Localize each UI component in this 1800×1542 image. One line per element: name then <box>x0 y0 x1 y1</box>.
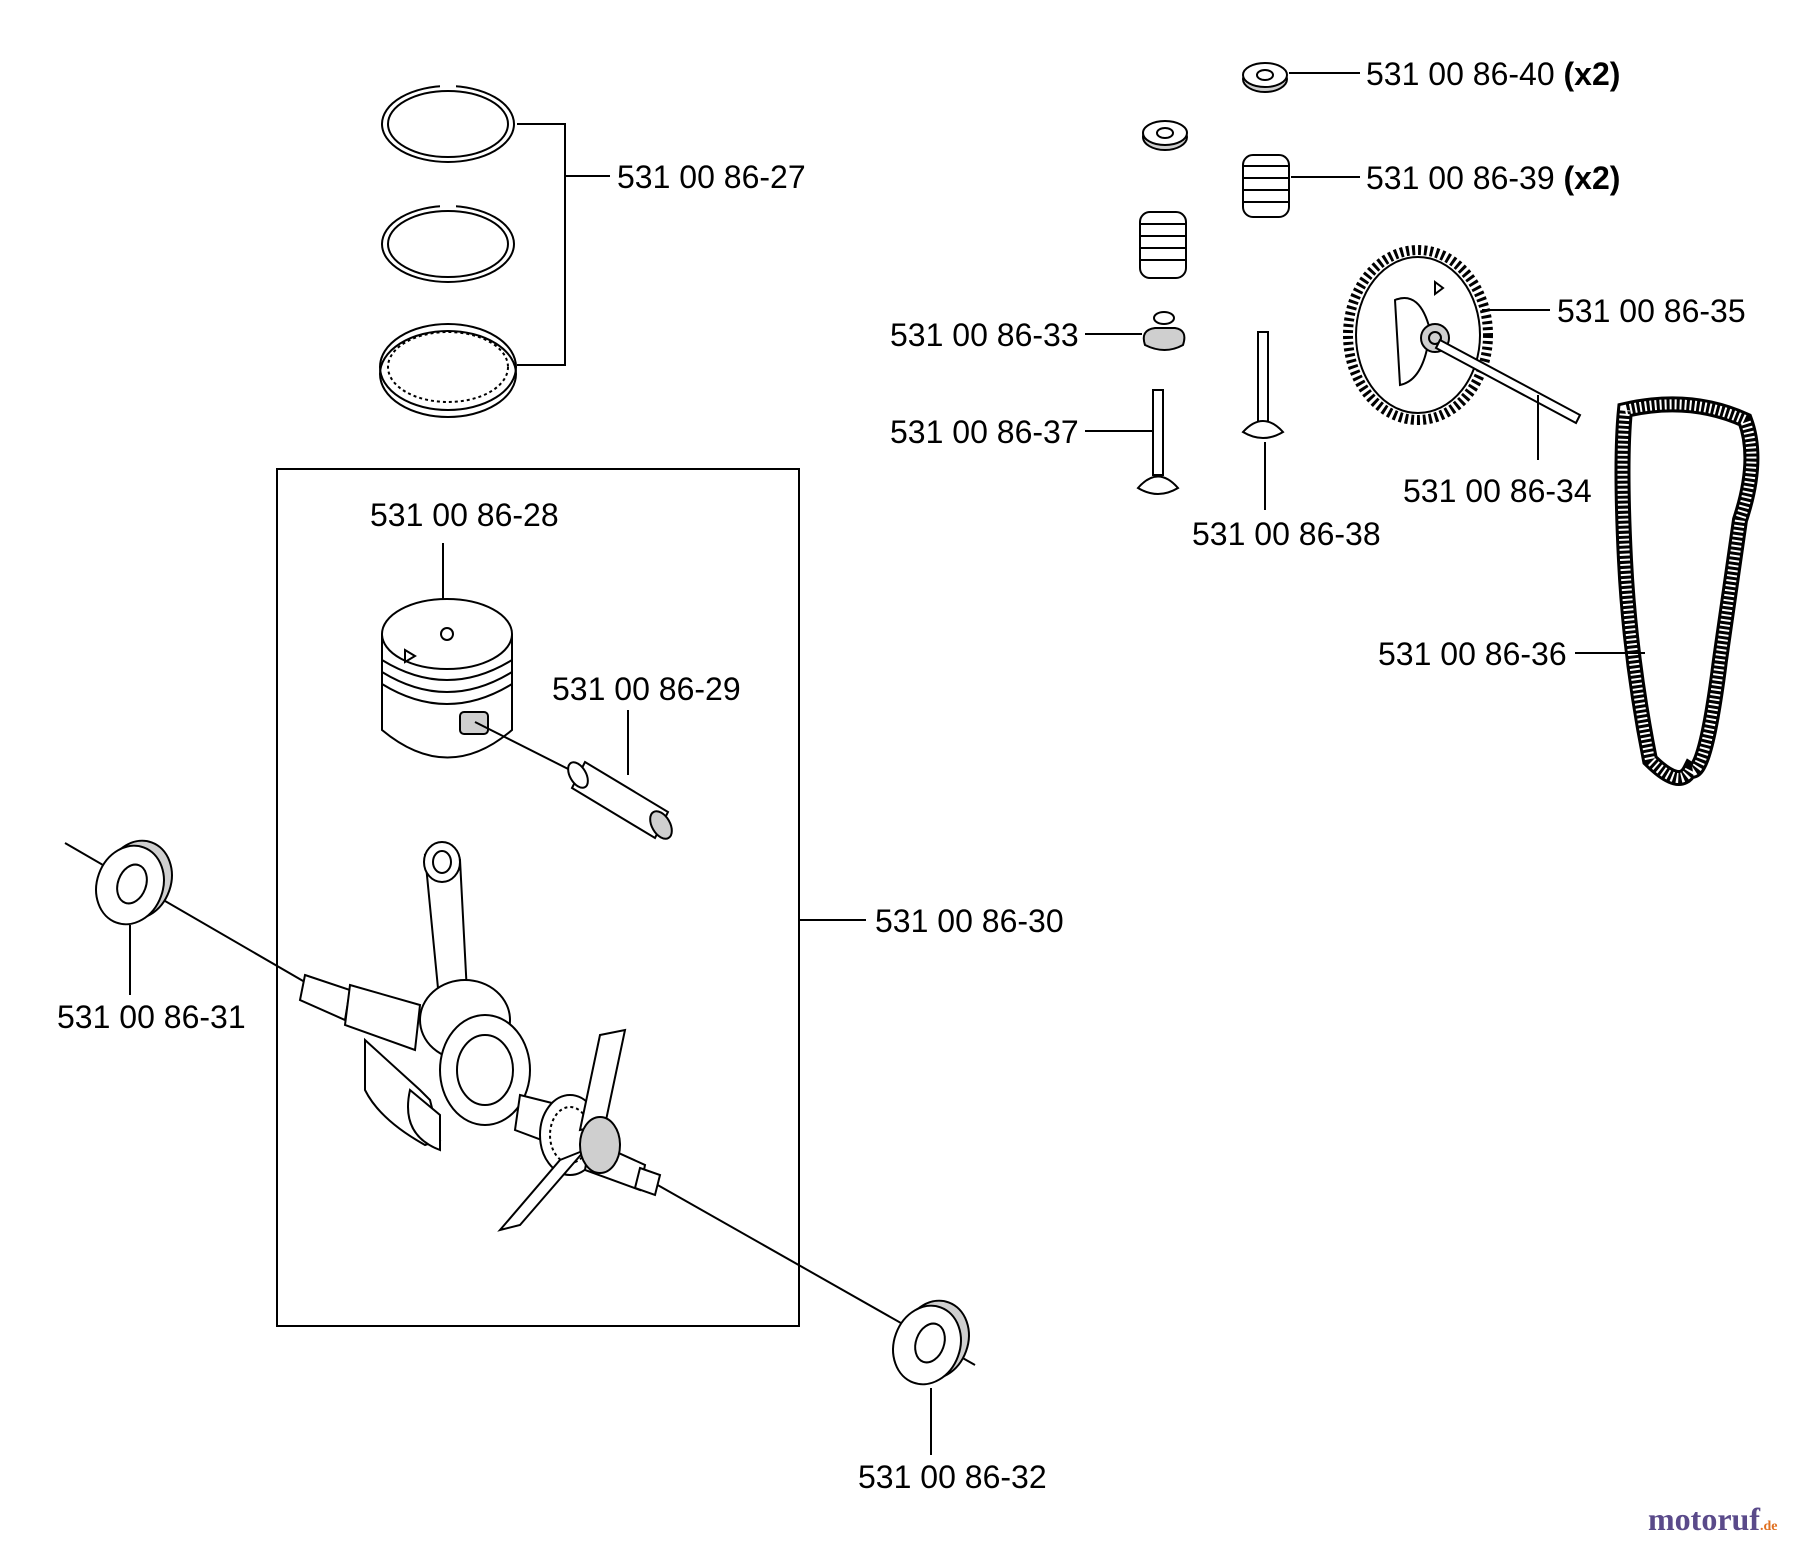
piston-rings <box>379 83 517 418</box>
valve-left <box>1136 389 1180 495</box>
valve-spring-right <box>1242 154 1290 218</box>
label-valve-left: 531 00 86-37 <box>890 414 1079 450</box>
label-spring-retainer-number: 531 00 86-40 <box>1366 56 1555 92</box>
piston <box>381 598 513 759</box>
seal-right <box>892 1299 970 1386</box>
cam-pin <box>1434 338 1582 425</box>
label-cam-pin: 531 00 86-34 <box>1403 473 1592 509</box>
label-crankshaft: 531 00 86-30 <box>875 903 1064 939</box>
label-seal-right: 531 00 86-32 <box>858 1459 1047 1495</box>
label-valve-spring-qty: (x2) <box>1564 160 1621 196</box>
label-piston-pin: 531 00 86-29 <box>552 671 741 707</box>
label-rings: 531 00 86-27 <box>617 159 806 195</box>
label-timing-belt: 531 00 86-36 <box>1378 636 1567 672</box>
seal-left <box>95 839 173 926</box>
watermark-logo: motoruf.de <box>1648 1501 1777 1537</box>
label-valve-spring: 531 00 86-39 (x2) <box>1366 160 1620 196</box>
label-valve-seal: 531 00 86-33 <box>890 317 1079 353</box>
valve-right <box>1241 331 1285 439</box>
label-piston: 531 00 86-28 <box>370 497 559 533</box>
crankshaft <box>64 841 976 1366</box>
timing-belt <box>1614 396 1760 786</box>
cam-gear <box>1343 245 1493 425</box>
watermark-tld: .de <box>1760 1519 1778 1534</box>
crankshaft-kit-box <box>276 468 800 1327</box>
rings-bracket <box>517 123 566 366</box>
label-seal-left: 531 00 86-31 <box>57 999 246 1035</box>
label-valve-spring-number: 531 00 86-39 <box>1366 160 1555 196</box>
label-spring-retainer-qty: (x2) <box>1564 56 1621 92</box>
watermark-brand: motoruf <box>1648 1501 1760 1537</box>
label-spring-retainer: 531 00 86-40 (x2) <box>1366 56 1620 92</box>
label-valve-right: 531 00 86-38 <box>1192 516 1381 552</box>
piston-pin <box>474 721 673 840</box>
spring-retainer-upper <box>1242 62 1288 93</box>
valve-spring-left <box>1139 211 1187 279</box>
spring-retainer-lower <box>1142 120 1188 151</box>
valve-stem-seal <box>1142 311 1186 351</box>
label-cam-gear: 531 00 86-35 <box>1557 293 1746 329</box>
